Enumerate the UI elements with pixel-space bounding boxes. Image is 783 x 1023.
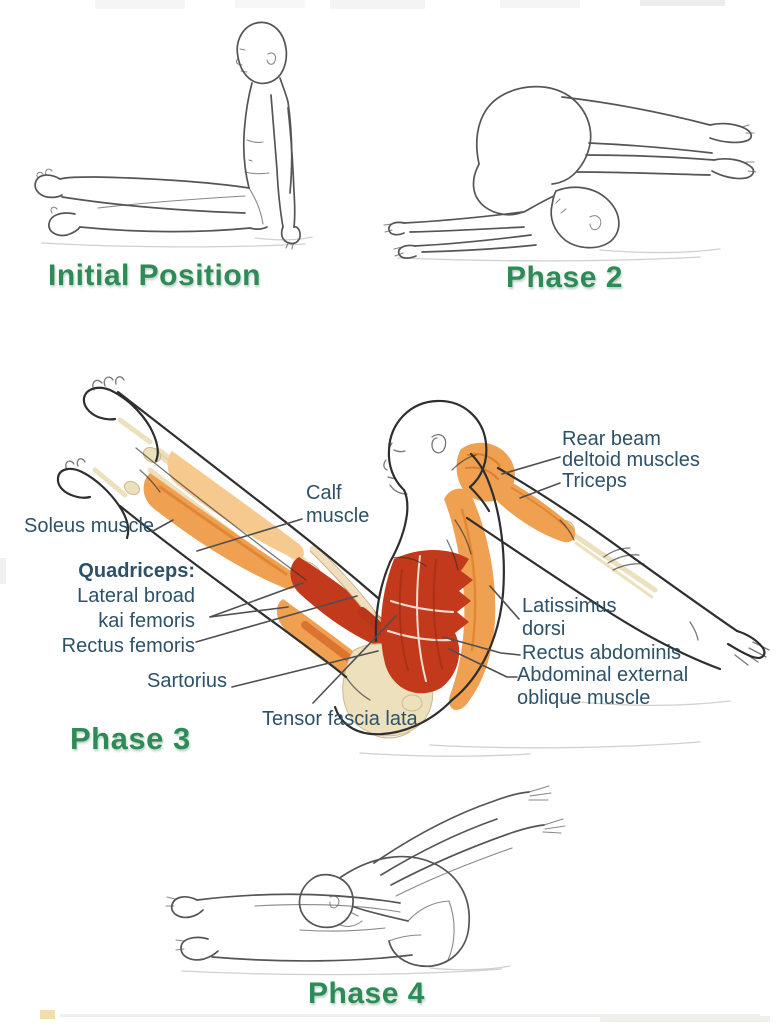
- label-rear-deltoid: Rear beam deltoid muscles: [562, 429, 700, 471]
- figure-initial-position: [34, 21, 313, 250]
- phase4-title: Phase 4: [308, 977, 425, 1010]
- label-text: Quadriceps:: [78, 560, 195, 582]
- label-sartorius: Sartorius: [147, 670, 227, 693]
- label-text: dorsi: [522, 618, 566, 640]
- figure-phase3-anatomy: [56, 376, 770, 757]
- label-text: Triceps: [562, 470, 627, 492]
- label-text: muscle: [306, 505, 370, 527]
- label-text: Tensor fascia lata: [262, 708, 418, 730]
- label-text: Abdominal external: [517, 664, 689, 686]
- label-text: Rectus abdominis: [522, 642, 681, 664]
- phase3-title: Phase 3: [70, 721, 191, 756]
- label-text: oblique muscle: [517, 687, 651, 709]
- label-rectus-abdominis: Rectus abdominis: [522, 642, 681, 665]
- label-text: Soleus muscle: [24, 515, 155, 537]
- label-text: Lateral broad: [77, 585, 195, 607]
- label-calf-muscle: Calf muscle: [306, 482, 369, 528]
- leader-lines: [152, 456, 561, 704]
- phase2-title: Phase 2: [506, 261, 623, 294]
- figure-phase4: [165, 785, 566, 976]
- label-abdominal-oblique: Abdominal external oblique muscle: [517, 664, 688, 710]
- label-latissimus-dorsi: Latissimus dorsi: [522, 595, 616, 641]
- figure-phase2: [383, 85, 757, 262]
- label-text: Sartorius: [147, 670, 228, 692]
- label-text: kai femoris: [98, 610, 195, 632]
- label-text: Latissimus: [522, 595, 617, 617]
- label-triceps: Triceps: [562, 470, 627, 493]
- initial-position-title: Initial Position: [48, 259, 262, 292]
- label-text: Rectus femoris: [61, 635, 195, 657]
- label-text: Calf: [306, 482, 342, 504]
- label-quadriceps-group: Quadriceps: Lateral broad kai femoris Re…: [40, 559, 195, 659]
- label-text: deltoid muscles: [562, 449, 700, 471]
- label-text: Rear beam: [562, 428, 661, 450]
- label-soleus: Soleus muscle: [24, 515, 154, 538]
- label-tensor-fascia-lata: Tensor fascia lata: [262, 708, 418, 731]
